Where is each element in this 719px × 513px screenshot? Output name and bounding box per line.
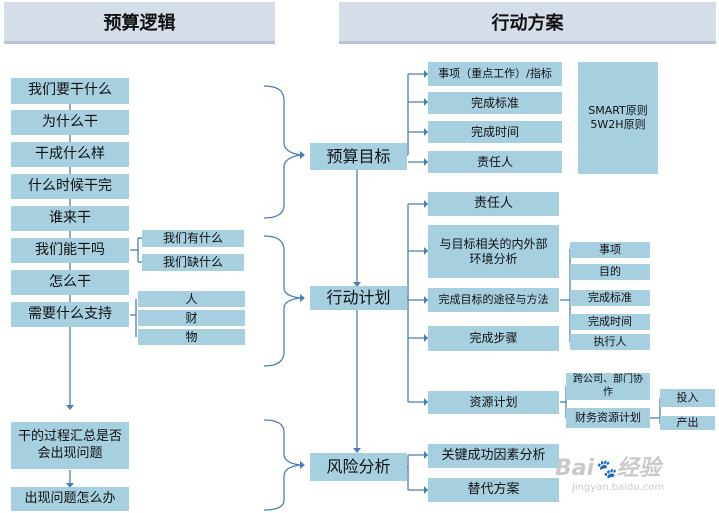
method-sub-executor: 执行人 bbox=[570, 334, 650, 350]
plan-item-resources: 资源计划 bbox=[428, 391, 559, 414]
node-what-we-have: 我们有什么 bbox=[142, 230, 244, 247]
finance-sub-input: 投入 bbox=[660, 389, 715, 407]
hub-action-plan: 行动计划 bbox=[310, 286, 407, 310]
risk-item-success-factors: 关键成功因素分析 bbox=[428, 444, 559, 468]
node-who: 谁来干 bbox=[11, 206, 129, 231]
goal-item-task: 事项（重点工作）/指标 bbox=[428, 62, 562, 86]
plan-item-environment: 与目标相关的内外部环境分析 bbox=[428, 225, 559, 278]
node-when-done: 什么时候干完 bbox=[11, 174, 129, 199]
node-what-to-do: 我们要干什么 bbox=[11, 78, 129, 104]
node-people: 人 bbox=[138, 291, 245, 307]
method-sub-purpose: 目的 bbox=[570, 264, 650, 280]
method-sub-standard: 完成标准 bbox=[570, 290, 650, 306]
method-sub-item: 事项 bbox=[570, 242, 650, 258]
node-can-we-do: 我们能干吗 bbox=[11, 238, 129, 263]
node-why: 为什么干 bbox=[11, 110, 129, 135]
plan-item-methods: 完成目标的途径与方法 bbox=[428, 288, 559, 312]
goal-item-time: 完成时间 bbox=[428, 121, 562, 143]
watermark-logo: Bai🐾经验 bbox=[555, 456, 661, 481]
node-finance: 财 bbox=[138, 310, 245, 326]
smart-principle-note: SMART原则 5W2H原则 bbox=[578, 62, 658, 174]
finance-sub-output: 产出 bbox=[660, 416, 715, 430]
node-support-needed: 需要什么支持 bbox=[11, 302, 129, 327]
resource-sub-finance-plan: 财务资源计划 bbox=[566, 408, 650, 428]
node-how-to-handle: 出现问题怎么办 bbox=[11, 487, 129, 511]
header-action-plan: 行动方案 bbox=[339, 2, 716, 44]
plan-item-owner: 责任人 bbox=[428, 192, 559, 216]
node-material: 物 bbox=[138, 329, 245, 345]
risk-item-alternatives: 替代方案 bbox=[428, 478, 559, 502]
node-what-we-lack: 我们缺什么 bbox=[142, 254, 244, 271]
node-process-issues: 干的过程汇总是否会出现问题 bbox=[11, 422, 129, 469]
hub-budget-goal: 预算目标 bbox=[310, 143, 407, 170]
watermark-url: jingyan.baidu.com bbox=[572, 482, 665, 493]
resource-sub-collaboration: 跨公司、部门协作 bbox=[566, 373, 650, 400]
method-sub-time: 完成时间 bbox=[570, 314, 650, 330]
hub-risk-analysis: 风险分析 bbox=[310, 453, 407, 481]
plan-item-steps: 完成步骤 bbox=[428, 326, 559, 351]
goal-item-standard: 完成标准 bbox=[428, 92, 562, 114]
header-budget-logic: 预算逻辑 bbox=[4, 2, 275, 44]
node-how: 怎么干 bbox=[11, 270, 129, 295]
goal-item-owner: 责任人 bbox=[428, 151, 562, 173]
node-what-result: 干成什么样 bbox=[11, 142, 129, 167]
